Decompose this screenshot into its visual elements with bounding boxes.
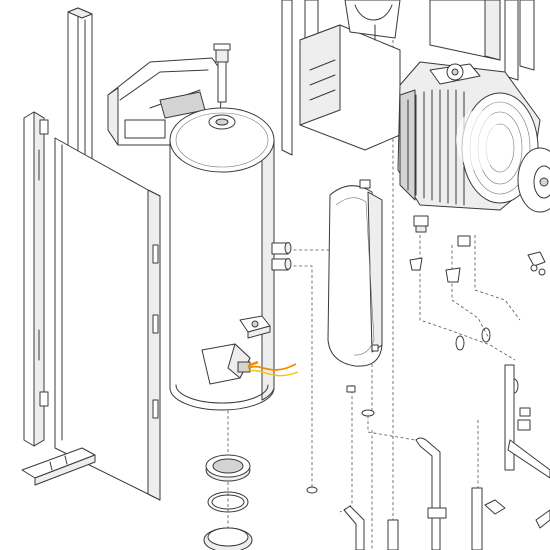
- tank-top-sensor-pocket: [208, 43, 236, 130]
- connection-fittings: [306, 215, 546, 515]
- flange-gasket-rings: [203, 491, 253, 550]
- left-front-rail: [23, 111, 49, 447]
- tank-flow-connections: [271, 242, 292, 271]
- tank-sensor-housing: [201, 343, 251, 385]
- sensor-wire: [247, 360, 299, 377]
- expansion-vessel: [327, 179, 383, 367]
- burner-access-door: [517, 147, 550, 213]
- bottom-cross-rail: [21, 447, 96, 486]
- tank-mounting-bracket: [239, 315, 271, 339]
- hydraulic-pipes: [343, 364, 550, 550]
- tank-base-flange: [205, 454, 251, 482]
- heat-exchanger-burner-unit: [397, 61, 541, 211]
- left-side-panel: [54, 137, 161, 501]
- hot-water-storage-tank: [169, 107, 275, 411]
